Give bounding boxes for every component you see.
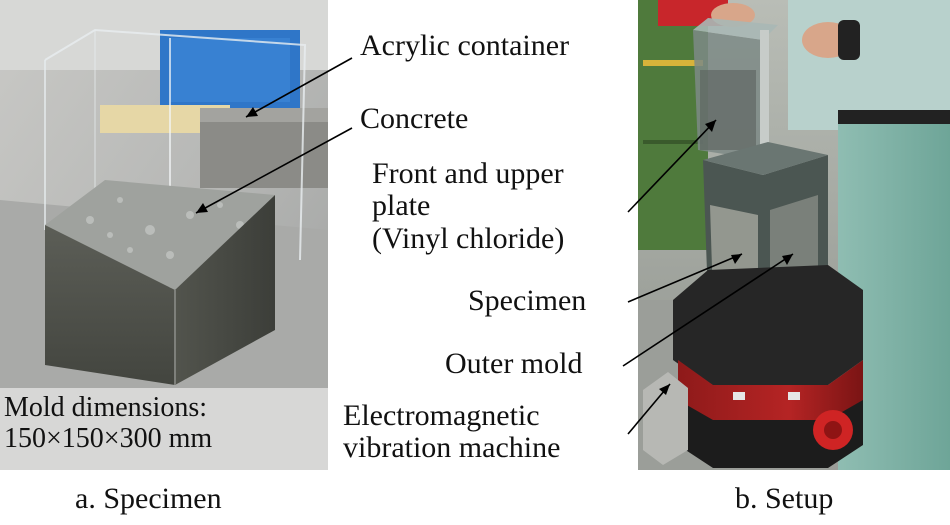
label-acrylic-container: Acrylic container — [360, 29, 570, 62]
label-outer-mold: Outer mold — [445, 347, 583, 380]
leader-specimen — [627, 253, 743, 303]
caption-specimen: a. Specimen — [75, 482, 222, 515]
leader-acrylic-container — [245, 57, 353, 118]
arrow-outer-mold — [782, 254, 793, 265]
arrow-acrylic-container — [246, 107, 258, 117]
arrow-concrete — [196, 203, 208, 213]
leader-concrete — [195, 127, 353, 214]
arrow-vibration-machine — [659, 384, 670, 395]
arrow-specimen — [731, 254, 742, 264]
label-vibration-machine: Electromagnetic vibration machine — [343, 399, 561, 465]
mold-dimensions-text: Mold dimensions: 150×150×300 mm — [4, 392, 213, 455]
mold-dimensions-box — [0, 388, 328, 470]
label-specimen: Specimen — [468, 284, 587, 317]
label-front-upper-plate: Front and upper plate (Vinyl chloride) — [372, 157, 565, 255]
caption-setup: b. Setup — [735, 482, 834, 515]
leader-front-upper-plate — [627, 119, 717, 213]
setup-photo — [638, 0, 950, 470]
label-concrete: Concrete — [360, 102, 469, 135]
leader-outer-mold — [622, 253, 794, 367]
arrow-front-upper-plate — [705, 120, 716, 132]
